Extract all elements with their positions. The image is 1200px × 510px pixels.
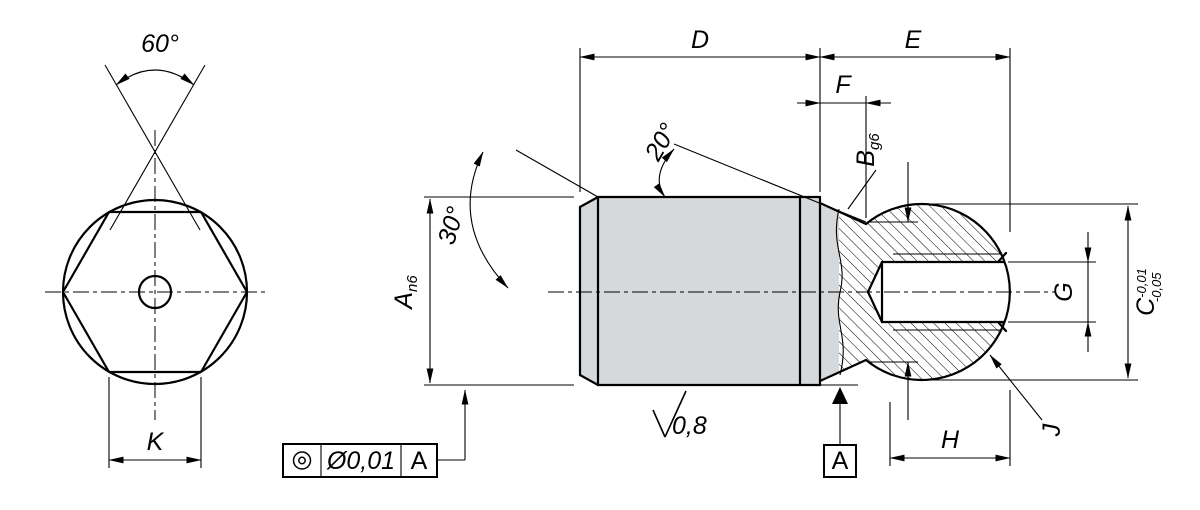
dim-k: K [108,377,202,468]
fcf-tolerance-value: Ø0,01 [326,447,395,475]
datum-a: A [823,387,857,478]
front-center-hole [137,274,173,310]
dim-a-diameter: An6 [390,196,574,386]
side-view: D E F An6 Bg6 [282,26,1164,478]
radius-j-callout: J [989,354,1066,437]
bore-void [868,262,1010,322]
datum-triangle-icon [832,387,848,404]
concentricity-icon [292,451,312,470]
dim-b-diameter: Bg6 [847,133,918,420]
bore-outline [866,251,1008,333]
surface-roughness-value: 0,8 [672,412,707,440]
dim-e: E [819,26,1011,232]
dim-f: F [797,71,891,218]
surface-roughness-symbol: 0,8 [652,390,707,440]
datum-label: A [832,447,849,475]
body-outline [578,195,822,387]
dim-angle-60: 60° [115,30,195,86]
dim-d: D [579,26,821,192]
fcf-datum-reference: A [411,447,428,475]
dim-h: H [889,390,1011,466]
dim-g-bore: G [1008,232,1096,352]
dim-label-f: F [835,71,852,99]
front-hex-socket [61,210,249,374]
section-break-line [835,208,844,376]
dim-label-a: An6 [390,275,421,311]
dim-label-h: H [941,426,960,454]
dim-label-20deg: 20° [639,119,683,167]
feature-control-frame: Ø0,01 A [282,389,469,478]
dim-label-j: J [1038,423,1066,437]
dim-label-k: K [147,428,165,456]
dim-label-30deg: 30° [432,203,470,247]
dim-label-c: C-0,01-0,05 [1132,268,1164,316]
dim-angle-30: 30° [432,149,599,289]
dim-label-g: G [1050,282,1078,301]
dim-label-b: Bg6 [852,133,883,167]
body-silhouette [580,197,820,385]
dim-label-e: E [905,26,922,54]
section-hatch-area [839,204,1004,380]
front-chamfer-cross-lines [104,64,206,231]
dim-label-d: D [691,26,709,54]
datum-box [823,444,857,478]
front-view: 60° K [45,30,267,468]
dim-c-diameter: C-0,01-0,05 [928,203,1164,381]
dim-label-60deg: 60° [141,30,179,58]
